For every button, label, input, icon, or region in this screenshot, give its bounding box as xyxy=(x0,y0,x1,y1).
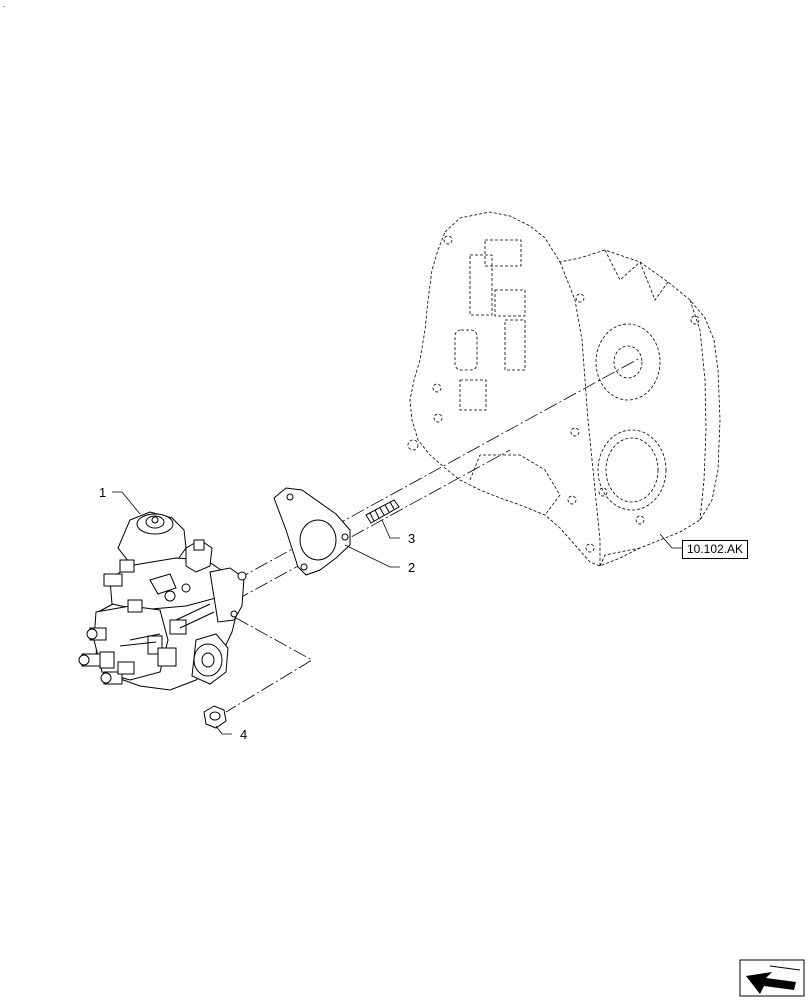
callout-4: 4 xyxy=(240,727,248,742)
callout-2: 2 xyxy=(408,560,416,575)
injection-pump-part-1 xyxy=(78,511,247,691)
arrow-nav-icon[interactable] xyxy=(739,959,805,997)
engine-housing-phantom xyxy=(407,211,721,567)
nut-part-4 xyxy=(203,705,227,729)
callout-3: 3 xyxy=(408,531,416,546)
delivery-outlet xyxy=(86,627,107,641)
reference-link[interactable]: 10.102.AK xyxy=(682,540,749,560)
leader-lines xyxy=(112,491,682,735)
stud-part-3 xyxy=(365,499,400,524)
delivery-outlet xyxy=(100,671,123,685)
delivery-outlet xyxy=(78,651,115,669)
corner-mark: . xyxy=(3,0,6,9)
delivery-outlet xyxy=(117,661,135,675)
gasket-part-2 xyxy=(273,487,351,576)
callout-1: 1 xyxy=(99,485,107,500)
